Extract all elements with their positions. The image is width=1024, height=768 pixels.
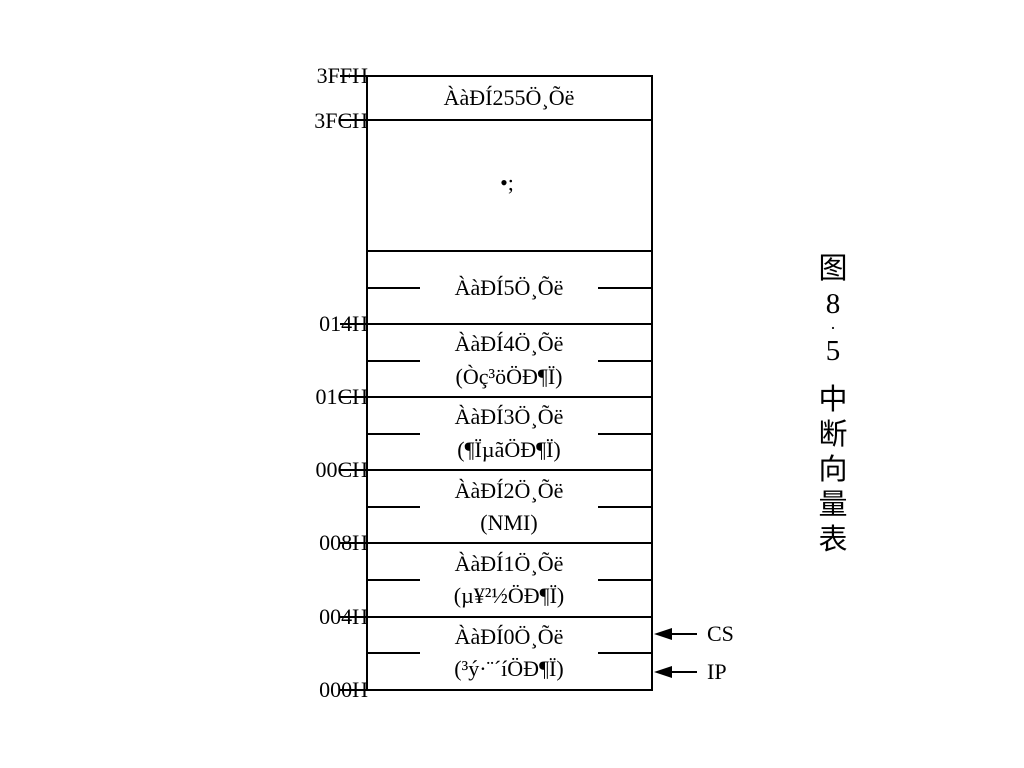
table-outline — [366, 75, 653, 691]
caption-num1: 8 — [825, 288, 841, 320]
caption-char-4: 量 — [818, 489, 848, 521]
address-label-008h: 008H — [319, 530, 368, 555]
cell-type0-label: ÀàÐÍ0Ö¸Õë — [454, 624, 564, 649]
cell-type2-note: (NMI) — [480, 510, 538, 535]
caption-num2: 5 — [825, 335, 841, 367]
cell-type4-label: ÀàÐÍ4Ö¸Õë — [454, 331, 564, 356]
cs-pointer-label: CS — [707, 621, 734, 646]
figure-caption: 图 8 · 5 中 断 向 量 表 — [815, 252, 851, 558]
address-label-000h: 000H — [319, 677, 368, 702]
cell-type2-label: ÀàÐÍ2Ö¸Õë — [454, 478, 564, 503]
caption-char-5: 表 — [818, 524, 848, 556]
address-label-3ffh: 3FFH — [316, 63, 368, 88]
caption-spacer — [815, 369, 851, 383]
gap-marker: •; — [500, 170, 514, 195]
address-label-014h: 014H — [319, 311, 368, 336]
cell-type5-label: ÀàÐÍ5Ö¸Õë — [454, 275, 564, 300]
cell-type1-note: (µ¥²½ÖÐ¶Ï) — [453, 583, 565, 608]
cell-type4-note: (Òç³öÖÐ¶Ï) — [455, 364, 563, 389]
address-label-3fch: 3FCH — [314, 108, 368, 133]
cell-type3-note: (¶ÏµãÖÐ¶Ï) — [457, 437, 561, 462]
caption-char-2: 断 — [818, 419, 848, 451]
caption-char-1: 中 — [818, 384, 848, 416]
caption-fig: 图 — [818, 253, 848, 285]
ip-pointer-label: IP — [707, 659, 727, 684]
caption-dot: · — [830, 318, 836, 338]
cell-type0-note: (³ý·¨´íÖÐ¶Ï) — [454, 656, 564, 681]
cell-type255-label: ÀàÐÍ255Ö¸Õë — [443, 85, 575, 110]
address-label-00ch: 00CH — [315, 457, 368, 482]
caption-char-3: 向 — [818, 454, 848, 486]
cs-arrow-head — [654, 628, 672, 640]
cell-type3-label: ÀàÐÍ3Ö¸Õë — [454, 404, 564, 429]
address-label-01ch: 01CH — [315, 384, 368, 409]
cell-type1-label: ÀàÐÍ1Ö¸Õë — [454, 551, 564, 576]
address-label-004h: 004H — [319, 604, 368, 629]
ip-arrow-head — [654, 666, 672, 678]
